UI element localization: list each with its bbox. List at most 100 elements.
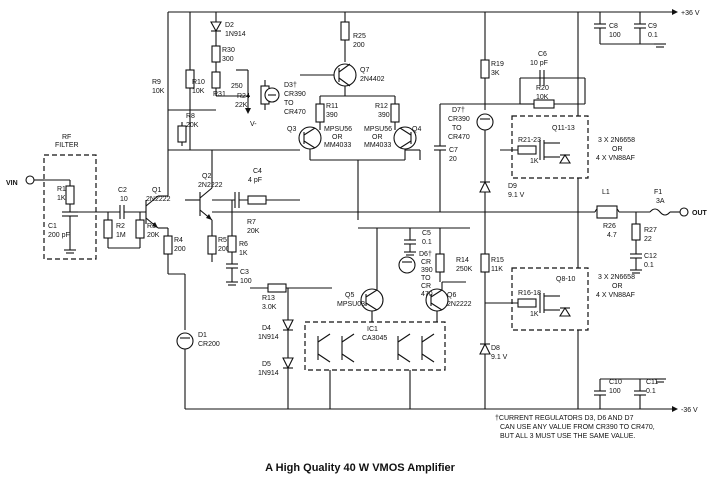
r13-value: 3.0K: [262, 304, 277, 311]
upper-note-3: 4 X VN88AF: [596, 155, 635, 162]
ic1-label: IC1: [367, 326, 378, 333]
c9-value: 0.1: [648, 32, 658, 39]
d3-part-1: CR390: [284, 91, 306, 98]
pos-rail-label: +36 V: [681, 10, 700, 17]
c3-value: 100: [240, 278, 252, 285]
r19-label: R19: [491, 61, 504, 68]
q6-label: Q6: [447, 292, 456, 299]
l1-label: L1: [602, 189, 610, 196]
lower-note-2: OR: [612, 283, 623, 290]
lower-note-1: 3 X 2N6658: [598, 274, 635, 281]
q4-label: Q4: [412, 126, 421, 133]
bypass-caps-top: C8 100 C9 0.1: [594, 12, 666, 48]
q7-stage: R25 200 Q7 2N4402: [300, 12, 395, 97]
q7-part: 2N4402: [360, 76, 385, 83]
feedback-network: C6 10 pF R20 10K: [485, 51, 586, 109]
r7-label: R7: [247, 219, 256, 226]
r31-label: R31: [213, 91, 226, 98]
r4-value: 200: [174, 246, 186, 253]
d6-part-1: CR: [421, 259, 431, 266]
r12-value: 390: [378, 112, 390, 119]
r11-label: R11: [326, 103, 338, 110]
d3-label: D3†: [284, 82, 297, 89]
d6-part-4: CR: [421, 283, 431, 290]
r5-value: 200: [218, 246, 230, 253]
r15-label: R15: [491, 257, 504, 264]
d7-label: D7†: [452, 107, 465, 114]
r2-label: R2: [116, 223, 125, 230]
q4-part-3: MM4033: [364, 142, 391, 149]
vminus-label: V-: [250, 121, 257, 128]
r20-label: R20: [536, 85, 549, 92]
r14-label: R14: [456, 257, 469, 264]
negative-rail: -36 V: [185, 406, 698, 414]
r9-value: 10K: [152, 88, 165, 95]
r9-label: R9: [152, 79, 161, 86]
footnote-line-2: CAN USE ANY VALUE FROM CR390 TO CR470,: [500, 424, 655, 431]
c4-label: C4: [253, 168, 262, 175]
r24-label: R24: [237, 93, 250, 100]
d3-part-3: CR470: [284, 109, 306, 116]
upper-right-bias: R19 3K D7† CR390 TO CR470 C7 20 D9 9.1 V: [434, 12, 525, 212]
r1618-label: R16-18: [518, 290, 541, 297]
r1618-value: 1K: [530, 311, 539, 318]
c5-value: 0.1: [422, 239, 432, 246]
c2-label: C2: [118, 187, 127, 194]
c7-label: C7: [449, 147, 458, 154]
d6-part-2: 390: [421, 267, 433, 274]
d9-value: 9.1 V: [508, 192, 525, 199]
rf-filter-title: RF: [62, 134, 71, 141]
c8-value: 100: [609, 32, 621, 39]
r8-value: 20K: [186, 122, 199, 129]
out-label: OUT: [692, 210, 708, 217]
d7-part-1: CR390: [448, 116, 470, 123]
q2-label: Q2: [202, 173, 211, 180]
r7-value: 20K: [247, 228, 260, 235]
rf-filter-title-2: FILTER: [55, 142, 79, 149]
bypass-caps-bottom: C10 100 C11 0.1: [594, 378, 666, 409]
c1-label: C1: [48, 223, 57, 230]
r6-label: R6: [239, 241, 248, 248]
q3-part-2: OR: [332, 134, 343, 141]
q3-part-1: MPSU56: [324, 126, 352, 133]
d3-part-2: TO: [284, 100, 294, 107]
bias-string: R9 10K R10 10K D2 1N914 R30 300 R31 250 …: [152, 12, 306, 151]
neg-rail-label: -36 V: [681, 407, 698, 414]
q1-label: Q1: [152, 187, 161, 194]
d5-part: 1N914: [258, 370, 279, 377]
lower-note-3: 4 X VN88AF: [596, 292, 635, 299]
d2-label: D2: [225, 22, 234, 29]
footnote: †CURRENT REGULATORS D3, D6 AND D7 CAN US…: [495, 415, 655, 440]
r8-label: R8: [186, 113, 195, 120]
r1-value: 1K: [57, 195, 66, 202]
c1-value: 200 pF: [48, 232, 70, 239]
q4-part-1: MPSU56: [364, 126, 392, 133]
c4-value: 4 pF: [248, 177, 262, 184]
r13-label: R13: [262, 295, 275, 302]
d6-label: D6†: [419, 251, 432, 258]
r14-value: 250K: [456, 266, 473, 273]
r26-value: 4.7: [607, 232, 617, 239]
r3-value: 20K: [147, 232, 160, 239]
d1-label: D1: [198, 332, 207, 339]
r31-value: 250: [231, 83, 243, 90]
c6-label: C6: [538, 51, 547, 58]
d4-label: D4: [262, 325, 271, 332]
r25-label: R25: [353, 33, 366, 40]
r4-label: R4: [174, 237, 183, 244]
r10-label: R10: [192, 79, 205, 86]
vin-label: VIN: [6, 180, 18, 187]
ic1-part: CA3045: [362, 335, 387, 342]
d7-part-3: CR470: [448, 134, 470, 141]
c12-value: 0.1: [644, 262, 654, 269]
c11-value: 0.1: [646, 388, 656, 395]
c5-label: C5: [422, 230, 431, 237]
r3-label: R3: [147, 223, 156, 230]
figure-caption: A High Quality 40 W VMOS Amplifier: [265, 462, 455, 474]
input-terminal: VIN: [6, 175, 44, 187]
r1-label: R1: [57, 186, 66, 193]
r15-value: 11K: [491, 266, 503, 273]
c3-label: C3: [240, 269, 249, 276]
input-stage: C2 10 R2 1M R3 20K Q1 2N2222 R4 200: [96, 12, 186, 330]
